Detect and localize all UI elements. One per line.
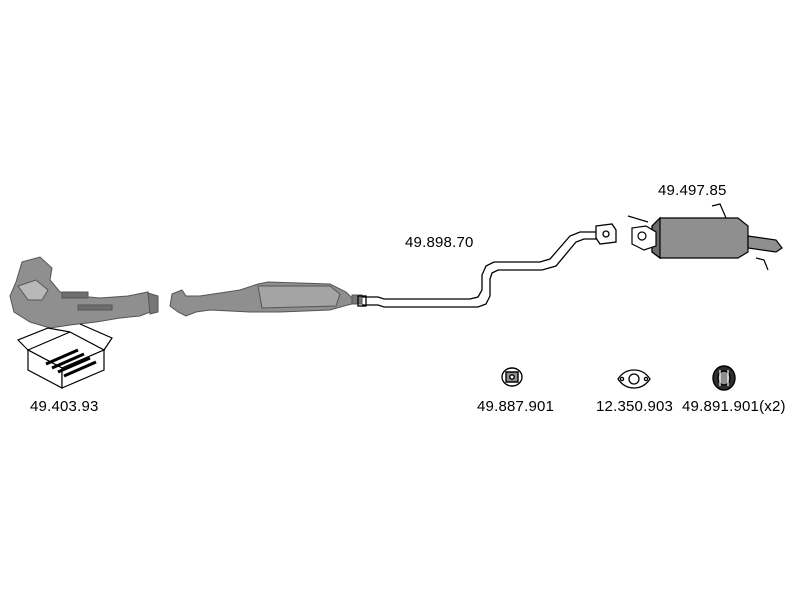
rear-silencer-icon <box>627 203 783 271</box>
rubber-hanger-icon <box>712 365 736 391</box>
part-label-manifold-kit: 49.403.93 <box>30 398 99 415</box>
center-pipe-icon <box>357 223 617 308</box>
catalytic-converter <box>169 281 363 317</box>
rubber-mount-icon <box>501 367 523 387</box>
front-manifold-pipe <box>9 256 159 329</box>
part-label-gasket: 12.350.903 <box>596 398 674 415</box>
part-label-hanger: 49.891.901(x2) <box>682 398 786 415</box>
flange-gasket-icon <box>617 369 651 389</box>
part-label-rear-silencer: 49.497.85 <box>658 182 727 199</box>
part-label-rubber-mount: 49.887.901 <box>477 398 555 415</box>
part-label-center-pipe: 49.898.70 <box>405 234 474 251</box>
kit-box-icon <box>16 323 113 389</box>
